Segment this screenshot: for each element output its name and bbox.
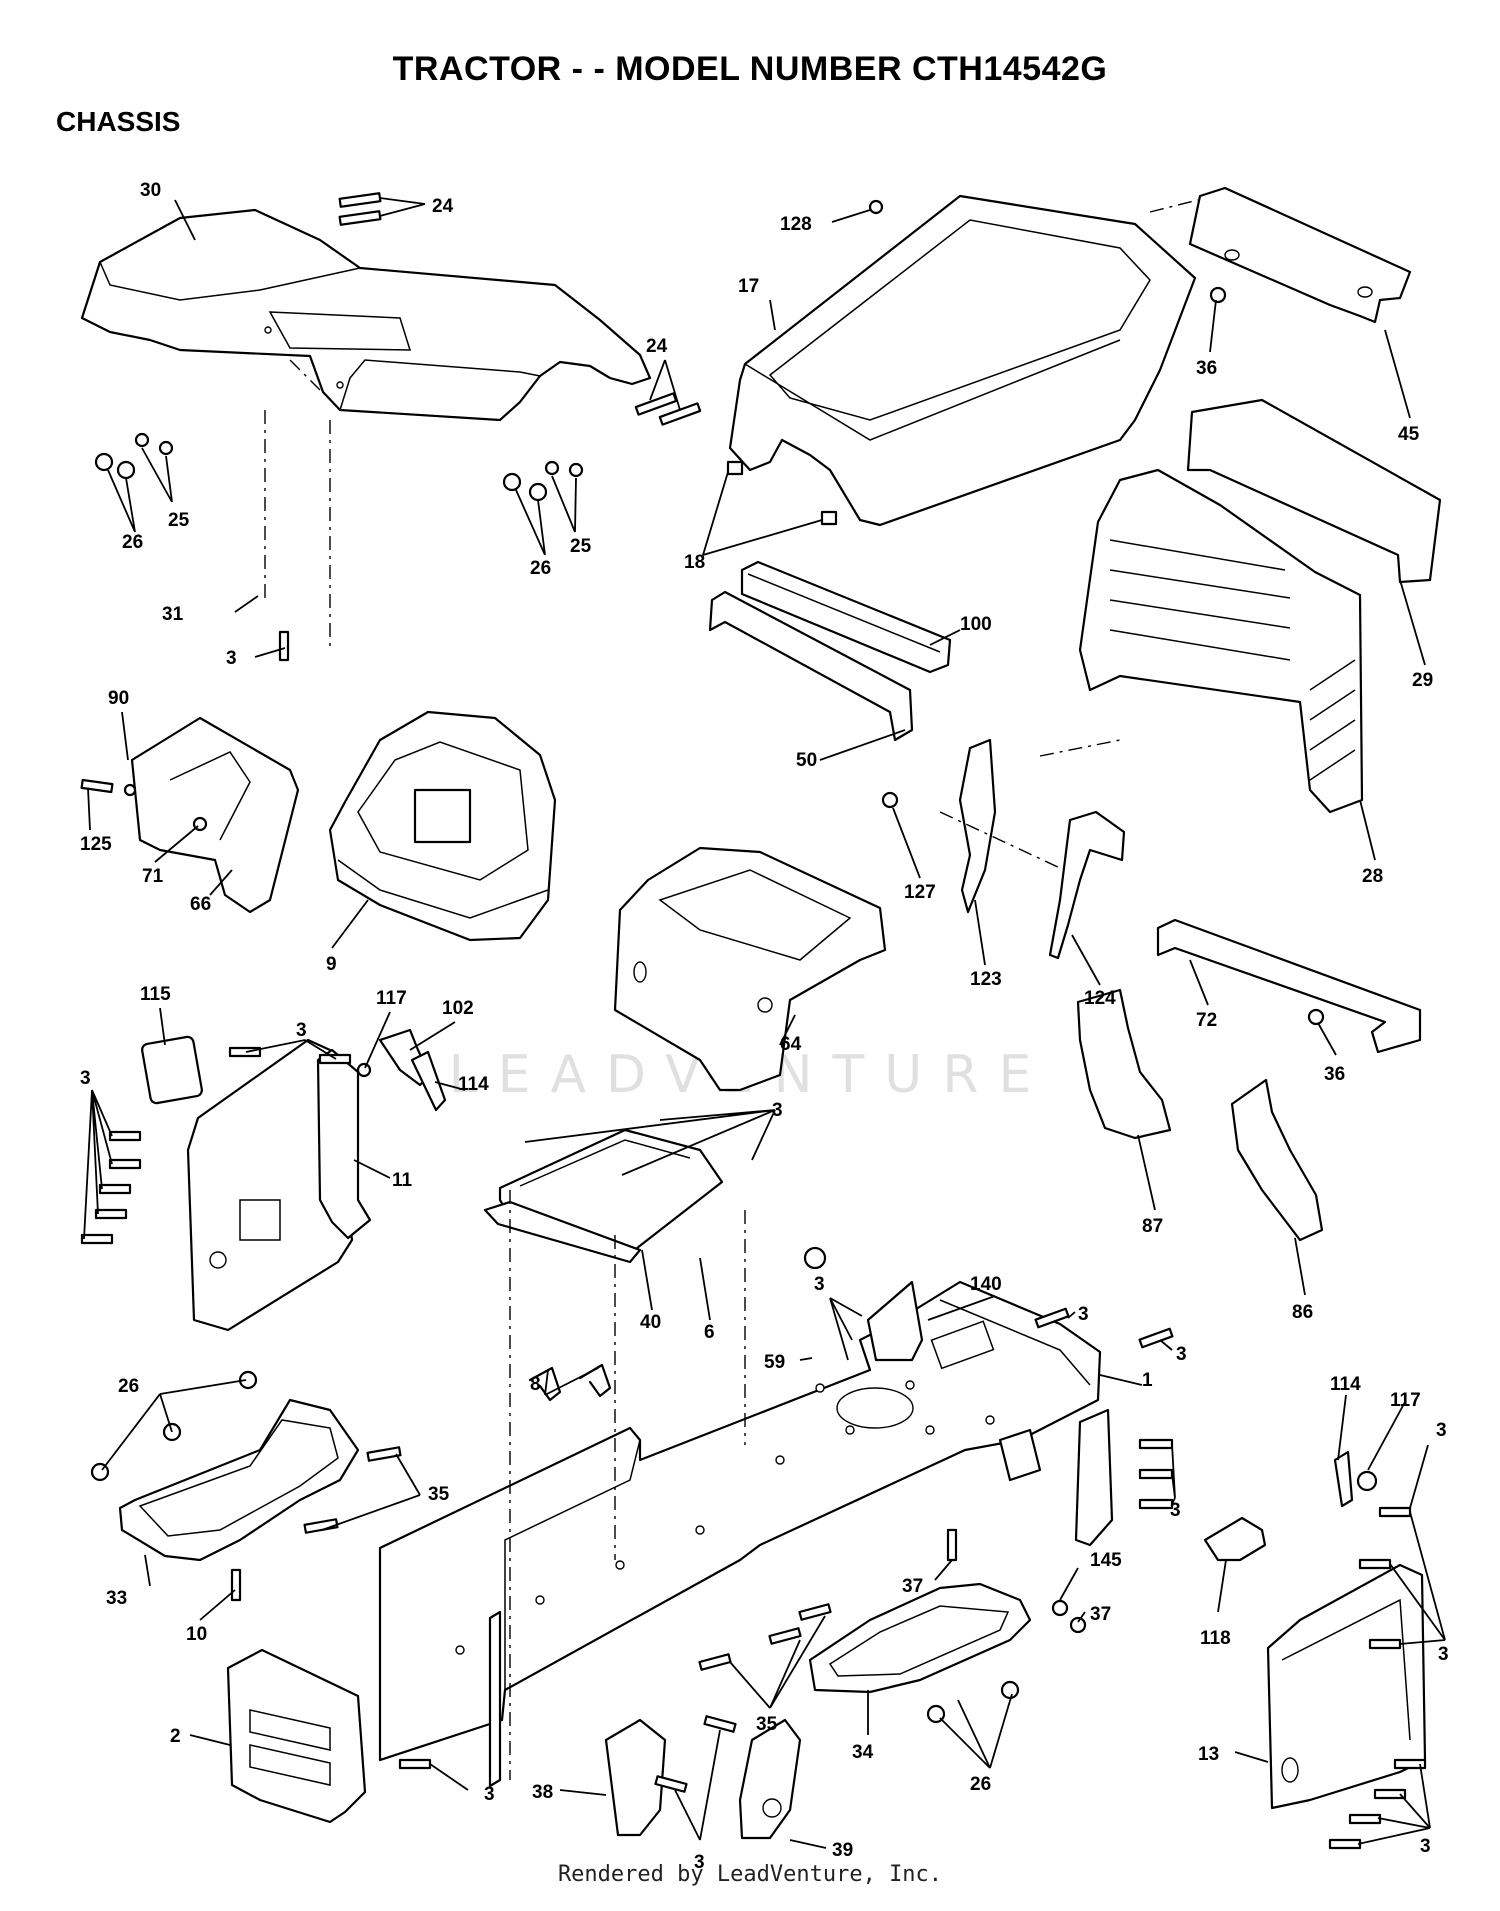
callout-59: 59 [764, 1352, 785, 1373]
part-bracket-72 [1156, 918, 1422, 1054]
callout-64: 64 [780, 1034, 802, 1055]
callout-3: 3 [1436, 1420, 1447, 1441]
callout-3: 3 [814, 1274, 825, 1295]
part-footrests [118, 1398, 1032, 1694]
part-plate-6 [483, 1128, 724, 1264]
callout-117: 117 [376, 988, 407, 1009]
callout-87: 87 [1142, 1216, 1163, 1237]
callout-25: 25 [570, 536, 592, 557]
callout-3: 3 [1176, 1344, 1187, 1365]
callout-25: 25 [168, 510, 190, 531]
section-heading: CHASSIS [56, 106, 181, 137]
page-title: TRACTOR - - MODEL NUMBER CTH14542G [392, 50, 1108, 88]
callout-26: 26 [530, 558, 551, 579]
callout-66: 66 [190, 894, 211, 915]
callout-8: 8 [530, 1374, 541, 1395]
callout-114: 114 [458, 1074, 489, 1095]
callout-3: 3 [1438, 1644, 1449, 1665]
callout-3: 3 [484, 1784, 495, 1805]
callout-34: 34 [852, 1742, 874, 1763]
callout-3: 3 [80, 1068, 91, 1089]
callout-86: 86 [1292, 1302, 1313, 1323]
part-bracket-64 [613, 846, 887, 1092]
footer-credit: Rendered by LeadVenture, Inc. [557, 1862, 943, 1887]
part-bars-100-50 [708, 560, 952, 742]
part-battery-box [328, 710, 557, 942]
part-brackets-123-124 [958, 738, 1126, 960]
callout-117: 117 [1390, 1390, 1421, 1411]
callout-128: 128 [780, 214, 812, 235]
callout-36: 36 [1196, 358, 1217, 379]
callout-3: 3 [226, 648, 237, 669]
callout-26: 26 [118, 1376, 139, 1397]
part-bracket-45 [1149, 186, 1412, 324]
callout-38: 38 [532, 1782, 553, 1803]
callout-125: 125 [80, 834, 112, 855]
callout-50: 50 [796, 750, 817, 771]
part-main-frame [378, 1280, 1114, 1788]
part-plate-66 [130, 716, 300, 914]
part-rear-fender [80, 208, 652, 422]
callout-36: 36 [1324, 1064, 1345, 1085]
callout-114: 114 [1330, 1374, 1361, 1395]
callout-13: 13 [1198, 1744, 1219, 1765]
part-grille-assembly [1078, 398, 1442, 814]
part-hood-panel [726, 194, 1197, 527]
callout-3: 3 [772, 1100, 783, 1121]
callout-124: 124 [1084, 988, 1116, 1009]
callout-115: 115 [140, 984, 171, 1005]
part-right-side-plate [1203, 1450, 1427, 1810]
callout-6: 6 [704, 1322, 715, 1343]
callout-3: 3 [1170, 1500, 1181, 1521]
callout-26: 26 [122, 532, 143, 553]
callout-40: 40 [640, 1312, 661, 1333]
callout-3: 3 [694, 1852, 705, 1873]
callout-17: 17 [738, 276, 759, 297]
callout-100: 100 [960, 614, 992, 635]
callout-72: 72 [1196, 1010, 1217, 1031]
part-control-panel-assembly [141, 1028, 447, 1332]
part-bracket-140 [866, 1280, 924, 1362]
fasteners [80, 192, 1427, 1850]
part-rear-bracket-2 [226, 1648, 367, 1824]
callout-1: 1 [1142, 1370, 1153, 1391]
part-shields-87-86 [1076, 988, 1324, 1242]
callout-145: 145 [1090, 1550, 1122, 1571]
callout-45: 45 [1398, 424, 1420, 445]
callout-37: 37 [1090, 1604, 1111, 1625]
callout-11: 11 [392, 1170, 413, 1191]
callout-26: 26 [970, 1774, 991, 1795]
assembly-lines [264, 359, 1121, 1780]
callout-3: 3 [1078, 1304, 1089, 1325]
leader-lines [83, 197, 1446, 1849]
callout-18: 18 [684, 552, 705, 573]
callout-39: 39 [832, 1840, 853, 1861]
part-brackets-38-39 [604, 1718, 802, 1840]
callout-10: 10 [186, 1624, 207, 1645]
callout-9: 9 [326, 954, 337, 975]
callout-33: 33 [106, 1588, 127, 1609]
callout-37: 37 [902, 1576, 923, 1597]
callout-140: 140 [970, 1274, 1002, 1295]
callout-118: 118 [1200, 1628, 1231, 1649]
callout-2: 2 [170, 1726, 181, 1747]
callout-24: 24 [646, 336, 668, 357]
callout-28: 28 [1362, 866, 1383, 887]
callout-102: 102 [442, 998, 474, 1019]
callout-35: 35 [428, 1484, 450, 1505]
callout-35: 35 [756, 1714, 778, 1735]
callout-3: 3 [296, 1020, 307, 1041]
callout-90: 90 [108, 688, 129, 709]
callout-71: 71 [142, 866, 164, 887]
callout-24: 24 [432, 196, 454, 217]
callout-31: 31 [162, 604, 184, 625]
callout-127: 127 [904, 882, 936, 903]
callout-3: 3 [1420, 1836, 1431, 1857]
callout-29: 29 [1412, 670, 1433, 691]
callout-123: 123 [970, 969, 1002, 990]
callout-numbers: 30 24 24 26 25 26 25 31 3 128 17 36 45 1… [80, 180, 1449, 1873]
callout-30: 30 [140, 180, 161, 201]
